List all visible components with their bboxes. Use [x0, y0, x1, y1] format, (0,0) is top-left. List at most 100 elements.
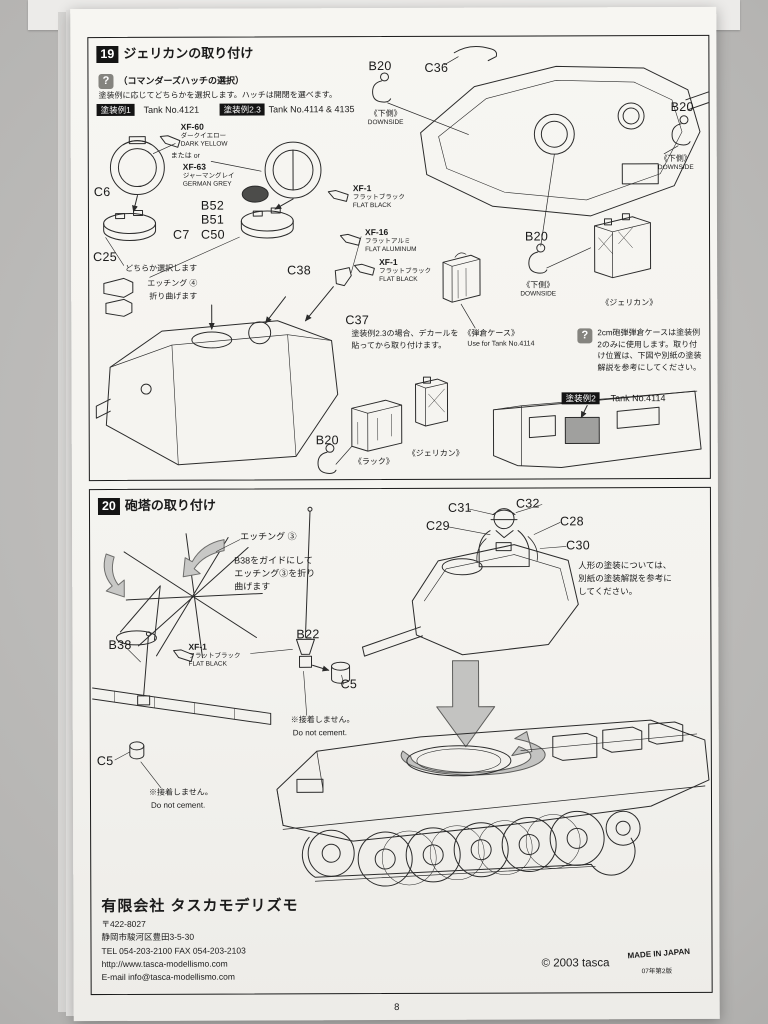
paint-marker-icon — [159, 135, 181, 148]
step-header: 19 ジェリカンの取り付け — [96, 45, 253, 64]
cupola-part — [103, 209, 157, 241]
paint-marker-icon — [327, 190, 349, 202]
paint-callout-xf1-top: XF-1 フラットブラック FLAT BLACK — [352, 183, 405, 209]
turret-three-quarter-diagram — [95, 296, 339, 466]
b22-antenna-diagram — [250, 506, 351, 716]
commander-hatch-open-part — [109, 136, 165, 213]
hull-rear-diagram — [492, 390, 702, 468]
step-title: 砲塔の取り付け — [124, 498, 216, 514]
website-url: http://www.tasca-modellismo.com — [101, 958, 228, 969]
b38-rail-diagram — [92, 631, 272, 725]
jerrycan-part — [415, 376, 449, 427]
paint-marker-icon — [173, 649, 194, 663]
jerrycan-rack-part — [594, 213, 652, 279]
part-label-c25: C25 — [93, 249, 117, 265]
jerrycan-label: 《ジェリカン》 — [601, 298, 658, 308]
part-label-b20: B20 — [315, 433, 339, 448]
part-label-c32: C32 — [515, 496, 540, 511]
choose-one-note: どちらか選択します — [125, 263, 198, 273]
turret-top-view-diagram — [420, 65, 710, 247]
antenna-cone-diagram — [115, 585, 161, 646]
b38-guide-note: 曲げます — [234, 581, 271, 592]
ammo-case-use-label: Use for Tank No.4114 — [467, 340, 535, 348]
downside-note: 《下側》 DOWNSIDE — [520, 280, 557, 298]
part-label-c37: C37 — [345, 313, 370, 328]
tank-hull-diagram — [276, 719, 710, 887]
step-number-badge: 20 — [97, 497, 120, 516]
no-cement-note-jp: ※接着しません。 — [290, 715, 355, 725]
turret-commander-diagram — [361, 504, 579, 657]
ammo-case-label: 《弾倉ケース》 — [463, 328, 519, 338]
hatch-choice-body: 塗装例に応じてどちらかを選択します。ハッチは開閉を選べます。 — [98, 90, 337, 101]
postal-code: 〒422-8027 — [101, 919, 146, 930]
copyright-notice: © 2003 tasca — [541, 957, 610, 970]
part-label-c7: C7 — [172, 227, 190, 242]
ammo-case-part — [442, 252, 481, 329]
fold-arrow-icon — [182, 539, 225, 578]
paint-example2-tank: Tank No.4114 — [610, 393, 666, 404]
b20-hook-part — [317, 443, 353, 474]
part-label-c5: C5 — [340, 677, 358, 692]
part-label-b20: B20 — [525, 229, 549, 244]
hatch-choice-heading: （コマンダーズハッチの選択） — [118, 75, 245, 86]
c38-part — [304, 267, 352, 322]
paint-example1-badge: 塗装例1 — [96, 103, 135, 116]
question-icon: ? — [577, 328, 593, 344]
no-cement-note-jp: ※接着しません。 — [148, 787, 213, 797]
address: 静岡市駿河区豊田3-5-30 — [101, 932, 195, 943]
part-label-c29: C29 — [426, 518, 450, 533]
part-label-b38: B38 — [108, 637, 132, 653]
jerrycan-label: 《ジェリカン》 — [407, 448, 464, 458]
page-number: 8 — [394, 1001, 400, 1014]
paint-callout-xf1-mid: XF-1 フラットブラック FLAT BLACK — [379, 256, 432, 283]
instruction-page: 19 ジェリカンの取り付け ? （コマンダーズハッチの選択） 塗装例に応じてどち… — [70, 6, 720, 1022]
paint-marker-icon — [339, 233, 361, 246]
b20-hook-part — [528, 243, 591, 274]
paint-callout-xf16: XF-16 フラットアルミ FLAT ALUMINUM — [364, 227, 417, 253]
page-stack-edge — [58, 12, 67, 1012]
step-number-badge: 19 — [96, 45, 119, 64]
part-label-c30: C30 — [566, 538, 590, 553]
part-label-c6: C6 — [93, 184, 111, 200]
figure-paint-note: してください。 — [578, 586, 638, 597]
edition-note: 07年第2版 — [641, 968, 672, 976]
section-20: 20 砲塔の取り付け エッチング ③ B38をガイドにして エッチング③を折り … — [88, 486, 713, 996]
part-label-b20: B20 — [368, 59, 392, 74]
commander-hatch-closed-part — [241, 141, 322, 210]
rack-label: 《ラック》 — [353, 457, 394, 467]
b20-hook-part — [372, 72, 469, 135]
rack-part — [351, 399, 403, 452]
paint-callout-xf60: XF-60 ダークイエロー DARK YELLOW — [180, 121, 228, 148]
antenna-star-diagram — [123, 533, 263, 659]
paint-example23-tank: Tank No.4114 & 4135 — [268, 104, 355, 115]
paint-example2-badge: 塗装例2 — [561, 392, 600, 404]
paint-marker-icon — [354, 263, 375, 276]
section20-diagrams — [92, 504, 710, 887]
part-label-b22: B22 — [296, 627, 320, 642]
fold-arrow-icon — [103, 553, 125, 598]
b38-guide-note: エッチング③を折り — [234, 568, 316, 579]
publisher-block: 有限会社 タスカモデリズモ 〒422-8027 静岡市駿河区豊田3-5-30 T… — [101, 897, 298, 982]
figure-paint-note: 別紙の塗装解説を参考に — [578, 573, 672, 584]
part-label-b51: B51 — [200, 212, 225, 227]
part-label-c50: C50 — [200, 227, 225, 242]
part-label-c36: C36 — [424, 60, 449, 75]
paint-callout-xf1: XF-1 フラットブラック FLAT BLACK — [188, 641, 241, 668]
downside-note: 《下側》 DOWNSIDE — [367, 108, 404, 127]
c37-note: 塗装例2.3の場合、デカールを貼ってから取り付けます。 — [351, 328, 459, 350]
etching4-note: エッチング ④ — [147, 278, 198, 288]
step-header: 20 砲塔の取り付け — [97, 497, 216, 516]
part-label-c38: C38 — [287, 263, 312, 278]
turret-rotate-arrow-icon — [400, 731, 546, 776]
c5-part — [114, 741, 162, 789]
c25-bracket-part — [103, 277, 134, 317]
turret-mount-arrow-icon — [436, 660, 496, 748]
paint-example23-badge: 塗装例2.3 — [219, 103, 265, 116]
downside-note: 《下側》 DOWNSIDE — [657, 153, 694, 172]
section-19: 19 ジェリカンの取り付け ? （コマンダーズハッチの選択） 塗装例に応じてどち… — [87, 34, 711, 482]
etching3-note: エッチング ③ — [240, 531, 297, 542]
no-cement-note-en: Do not cement. — [150, 800, 206, 810]
paint-callout-xf63: XF-63 ジャーマングレイ GERMAN GREY — [182, 161, 235, 188]
company-name: 有限会社 タスカモデリズモ — [101, 897, 299, 916]
ammo-case-note: 2cm砲弾弾倉ケースは塗装例2のみに使用します。取り付け位置は、下図や別紙の塗装… — [597, 327, 702, 373]
